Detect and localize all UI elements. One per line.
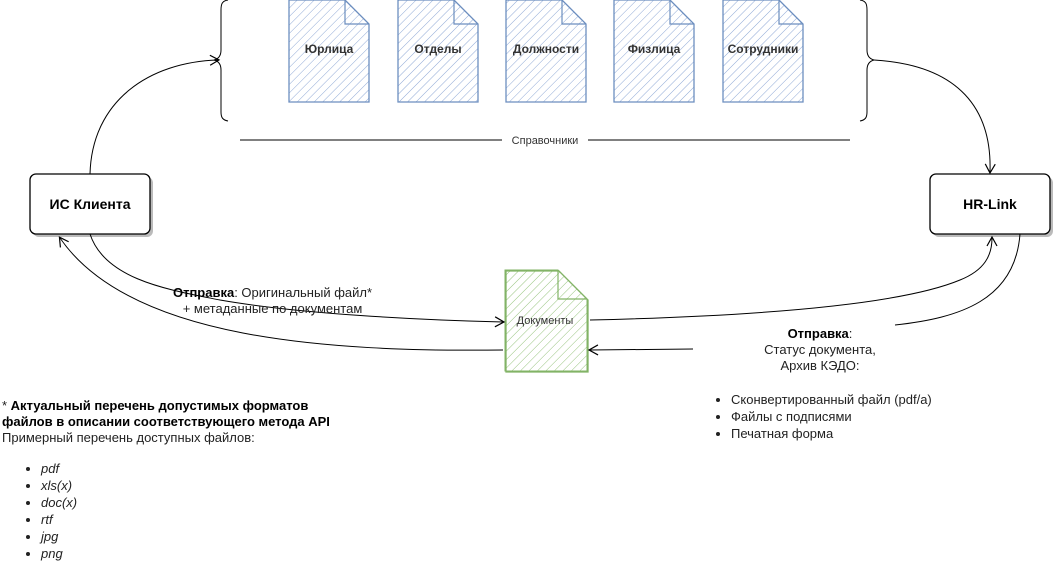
send-left-line1: : Оригинальный файл* — [234, 285, 373, 300]
reference-doc-shape — [722, 0, 804, 103]
reference-doc-label: Физлица — [628, 42, 681, 56]
send-right-list: Сконвертированный файл (pdf/a)Файлы с по… — [707, 391, 1007, 442]
format-list-item: doc(x) — [41, 494, 217, 511]
reference-doc-1[interactable]: Юрлица — [288, 0, 370, 103]
hrlink-node[interactable]: HR-Link — [929, 173, 1053, 237]
reference-doc-label: Сотрудники — [728, 42, 799, 56]
reference-doc-shape — [505, 0, 587, 103]
send-right-title: Отправка — [787, 326, 849, 341]
reference-doc-2[interactable]: Отделы — [397, 0, 479, 103]
send-right-list-item: Файлы с подписями — [731, 408, 1007, 425]
footnote-bold-line2: файлов в описании соответствующего метод… — [2, 414, 330, 429]
reference-doc-fold — [669, 0, 694, 25]
send-right-title-suffix: : — [848, 326, 853, 341]
send-left-annotation: Отправка: Оригинальный файл* + метаданны… — [150, 285, 395, 317]
arrow-documents-to-hrlink — [589, 235, 998, 321]
send-right-annotation: Отправка: Статус документа, Архив КЭДО: — [740, 326, 900, 374]
format-list-item: png — [41, 545, 217, 562]
send-right-line1: Статус документа, — [764, 342, 876, 357]
reference-doc-4[interactable]: Физлица — [613, 0, 695, 103]
send-right-line2: Архив КЭДО: — [780, 358, 860, 373]
reference-doc-fold — [778, 0, 803, 25]
format-list-item: jpg — [41, 528, 217, 545]
reference-doc-label: Отделы — [414, 42, 461, 56]
reference-doc-label: Должности — [513, 42, 579, 56]
reference-doc-label: Юрлица — [305, 42, 354, 56]
send-right-list-item: Сконвертированный файл (pdf/a) — [731, 391, 1007, 408]
arrow-client-to-references — [89, 54, 221, 175]
documents-node[interactable]: Документы — [504, 269, 589, 373]
documents-node-label: Документы — [517, 315, 574, 327]
send-left-line2: + метаданные по документам — [182, 301, 363, 316]
references-label-bg — [502, 132, 588, 148]
format-list-item: rtf — [41, 511, 217, 528]
arrow-hrlink-return-upper — [894, 233, 1021, 326]
send-left-title: Отправка — [172, 285, 235, 300]
reference-doc-shape — [397, 0, 479, 103]
formats-list-wrap: pdfxls(x)doc(x)rtfjpgpng — [17, 460, 217, 562]
reference-doc-shape — [613, 0, 695, 103]
formats-list: pdfxls(x)doc(x)rtfjpgpng — [17, 460, 217, 562]
reference-doc-fold — [561, 0, 586, 25]
arrow-references-to-hrlink — [873, 59, 996, 175]
reference-doc-fold — [344, 0, 369, 25]
client-node[interactable]: ИС Клиента — [29, 173, 153, 237]
send-right-list-item: Печатная форма — [731, 425, 1007, 442]
arrow-documents-to-client — [58, 236, 504, 351]
references-label: Справочники — [512, 135, 579, 147]
reference-doc-5[interactable]: Сотрудники — [722, 0, 804, 103]
client-node-label: ИС Клиента — [50, 196, 131, 212]
connectors — [58, 54, 1021, 356]
format-list-item: xls(x) — [41, 477, 217, 494]
format-list-item: pdf — [41, 460, 217, 477]
reference-doc-3[interactable]: Должности — [505, 0, 587, 103]
footnote: * Актуальный перечень допустимых формато… — [2, 398, 422, 446]
arrow-hrlink-to-documents — [587, 344, 694, 356]
send-right-list-wrap: Сконвертированный файл (pdf/a)Файлы с по… — [707, 391, 1007, 442]
reference-doc-shape — [288, 0, 370, 103]
footnote-star: * — [2, 398, 11, 413]
references-documents: Юрлица Отделы Должности Физлица Сотрудники — [288, 0, 804, 103]
hrlink-node-label: HR-Link — [963, 196, 1017, 212]
footnote-subtitle: Примерный перечень доступных файлов: — [2, 430, 255, 445]
footnote-bold-line1: Актуальный перечень допустимых форматов — [10, 398, 309, 413]
arrow-client-to-documents — [89, 233, 506, 328]
reference-doc-fold — [453, 0, 478, 25]
